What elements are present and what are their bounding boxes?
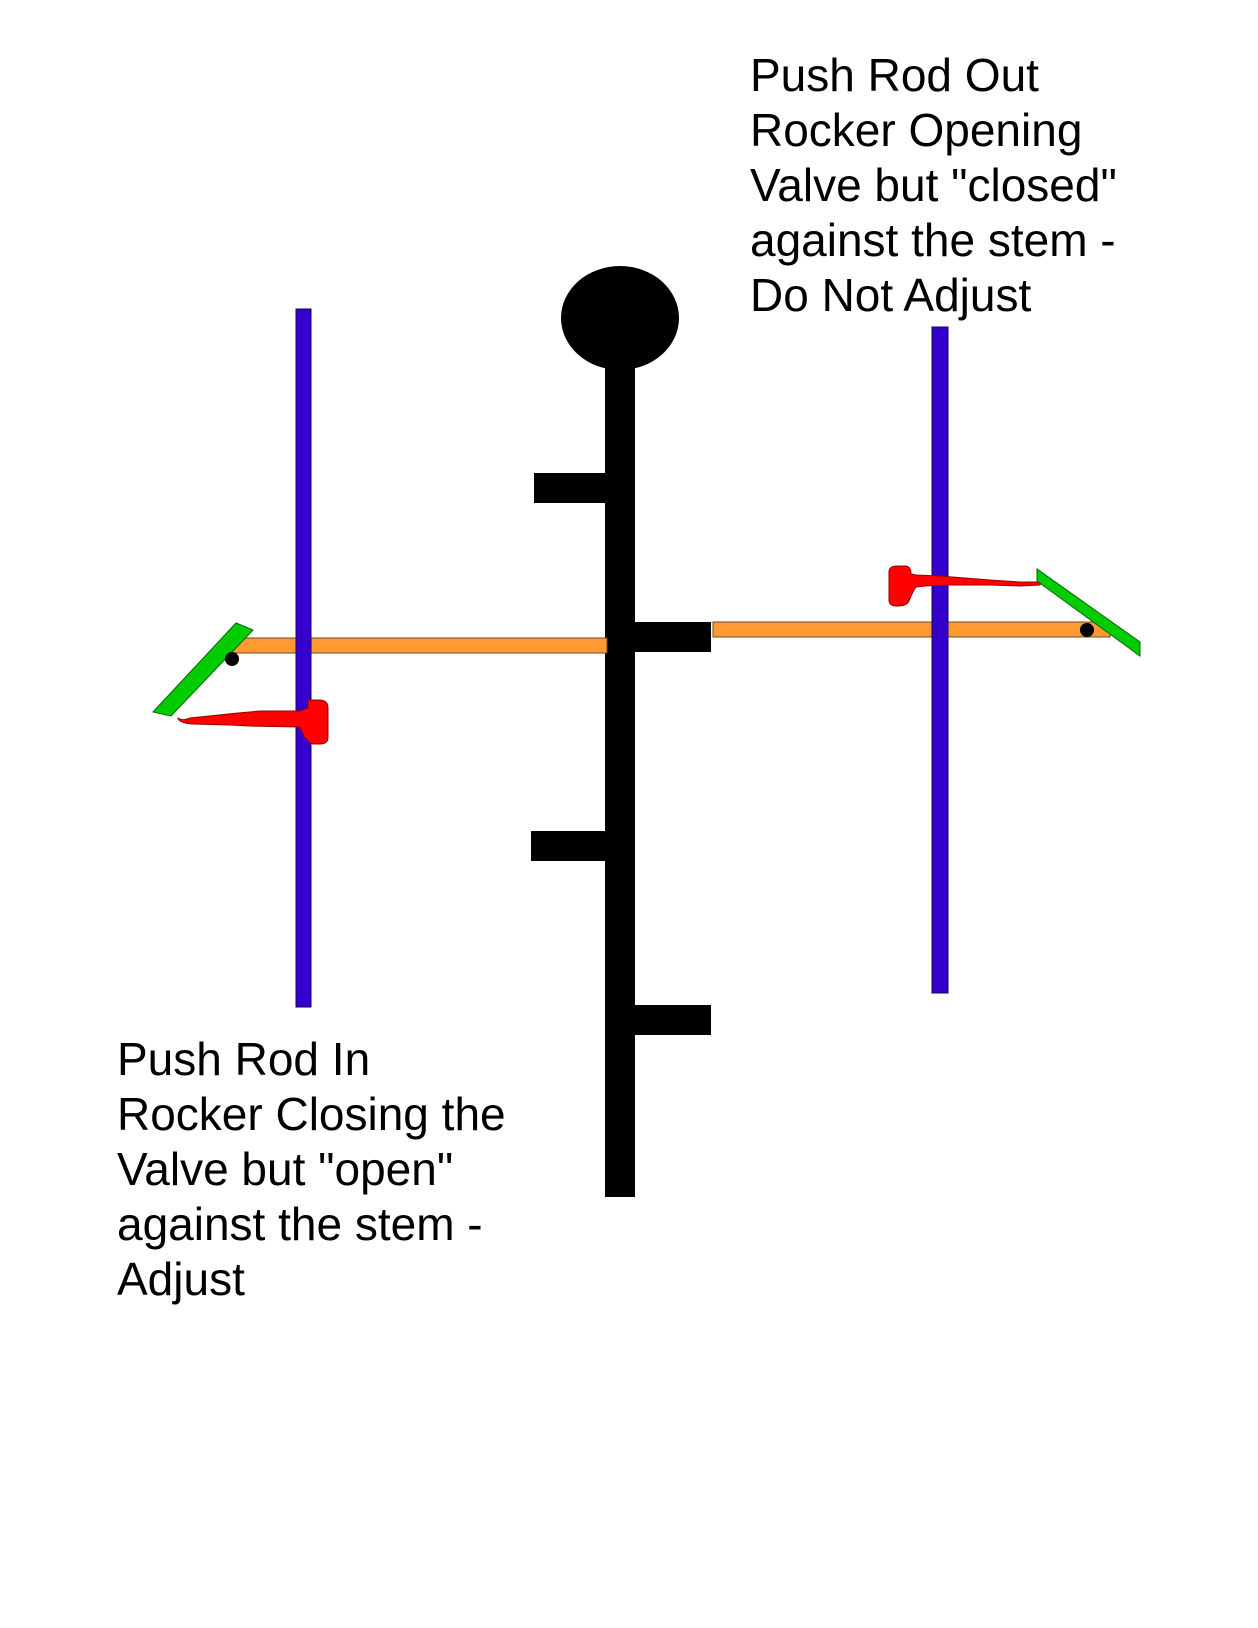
right-rocker-tip: [1036, 568, 1141, 657]
label-left-line-1: Push Rod In: [117, 1033, 371, 1085]
cam-lobe-right-middle: [634, 622, 711, 652]
label-left-line-3: Valve but "open": [117, 1143, 454, 1195]
cam-lobe-top: [561, 266, 679, 370]
label-right-line-4: against the stem -: [750, 214, 1116, 266]
left-pivot-point: [225, 652, 239, 666]
label-right-line-5: Do Not Adjust: [750, 269, 1032, 321]
label-right-line-3: Valve but "closed": [750, 159, 1117, 211]
right-pivot-point: [1080, 623, 1094, 637]
label-left-line-2: Rocker Closing the: [117, 1088, 506, 1140]
cam-lobe-left-lower: [531, 831, 606, 861]
left-valve-adjuster: [177, 699, 329, 745]
left-valve-assembly: [152, 308, 608, 1008]
label-push-rod-out: Push Rod Out Rocker Opening Valve but "c…: [750, 48, 1117, 323]
left-rocker-tip: [152, 622, 254, 717]
label-left-line-4: against the stem -: [117, 1198, 483, 1250]
label-left-line-5: Adjust: [117, 1253, 245, 1305]
camshaft: [531, 266, 711, 1197]
label-push-rod-in: Push Rod In Rocker Closing the Valve but…: [117, 1032, 506, 1307]
right-valve-adjuster: [888, 565, 1041, 607]
label-right-line-2: Rocker Opening: [750, 104, 1083, 156]
cam-shaft: [605, 360, 635, 1197]
cam-lobe-left-upper: [534, 473, 606, 503]
right-rocker-arm: [712, 621, 1111, 638]
cam-lobe-right-lower: [634, 1005, 711, 1035]
left-rocker-arm: [225, 637, 608, 654]
label-right-line-1: Push Rod Out: [750, 49, 1039, 101]
right-valve-assembly: [712, 326, 1141, 994]
left-push-rod: [295, 308, 312, 1008]
right-push-rod: [931, 326, 949, 994]
